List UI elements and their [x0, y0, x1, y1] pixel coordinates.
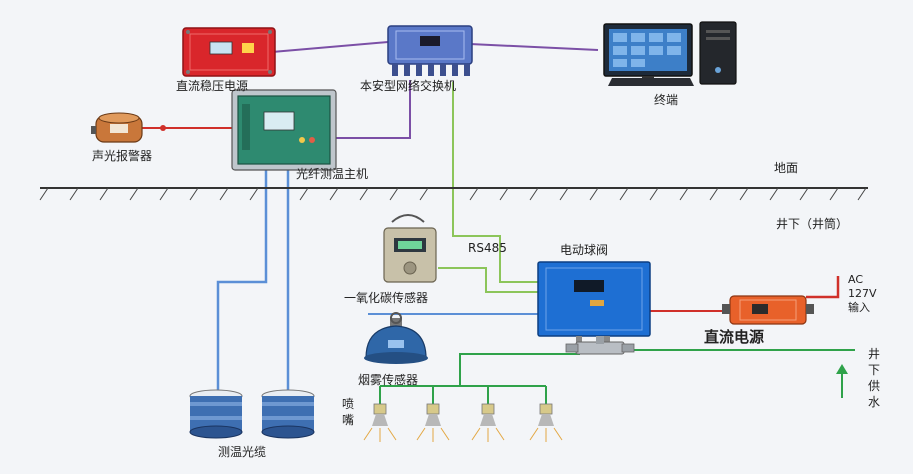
water-arrow-head: [836, 364, 848, 374]
nozzle-3: [471, 403, 505, 442]
dc-power-device: [722, 295, 814, 325]
nozzle-4: [529, 403, 563, 442]
label-underground-water-4: 水: [868, 395, 880, 409]
label-audible-visual-alarm: 声光报警器: [92, 148, 152, 163]
link-co-valve: [438, 267, 538, 293]
co-sensor-device: [383, 214, 437, 283]
fiber-cable-reel-2: [261, 389, 315, 439]
link-ac-input: [806, 276, 840, 299]
label-dc-regulated-power: 直流稳压电源: [176, 78, 248, 93]
label-ac-input: 输入: [848, 300, 870, 314]
label-underground-water-3: 供: [868, 379, 880, 393]
label-network-switch: 本安型网络交换机: [360, 78, 456, 93]
water-branch-pipe: [459, 353, 580, 386]
network-switch-device: [387, 25, 473, 76]
label-smoke-sensor: 烟雾传感器: [358, 372, 418, 387]
label-rs485: RS485: [468, 241, 507, 255]
ball-valve-fitting: [565, 336, 635, 355]
label-terminal: 终端: [654, 92, 678, 107]
label-ground: 地面: [774, 161, 798, 175]
link-power-switch: [271, 41, 389, 53]
link-switch-host: [334, 80, 411, 139]
link-host-cable-1: [216, 170, 268, 392]
electric-ball-valve-device: [537, 261, 651, 346]
dc-regulated-power-device: [182, 27, 276, 77]
ground-hatch: [39, 187, 867, 201]
label-underground-water-1: 井: [868, 347, 880, 361]
keyboard-icon: [608, 78, 694, 86]
label-electric-ball-valve: 电动球阀: [560, 243, 608, 257]
label-ac: AC: [848, 273, 863, 286]
nozzle-2: [416, 403, 450, 442]
water-main-pipe: [621, 346, 855, 351]
terminal-computer-device: [603, 21, 737, 85]
audible-visual-alarm-device: [91, 112, 143, 143]
label-ac-voltage: 127V: [848, 287, 877, 300]
fiber-cable-reel-1: [189, 389, 243, 439]
label-dc-power: 直流电源: [704, 328, 764, 346]
label-fiber-temp-host: 光纤测温主机: [296, 167, 368, 181]
nozzle-1: [363, 403, 397, 442]
alarm-link-dot: [160, 125, 166, 131]
link-switch-valve: [452, 82, 538, 283]
fiber-temp-host-device: [231, 89, 337, 171]
label-temp-fiber-cable: 测温光缆: [218, 445, 266, 459]
smoke-sensor-device: [364, 312, 428, 364]
label-underground-water-2: 下: [868, 363, 880, 377]
label-nozzle-2: 嘴: [342, 413, 354, 427]
label-underground: 井下（井筒）: [776, 216, 848, 231]
label-co-sensor: 一氧化碳传感器: [344, 290, 428, 305]
label-nozzle-1: 喷: [342, 397, 354, 411]
link-switch-terminal: [469, 43, 599, 51]
